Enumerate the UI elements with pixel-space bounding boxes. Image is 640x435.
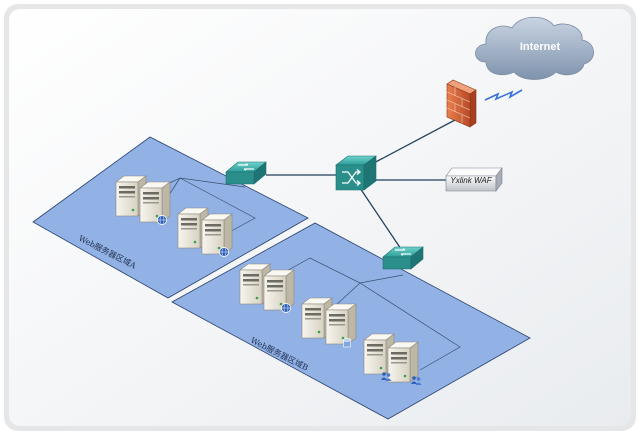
globe-badge-icon [280,302,292,314]
firewall-icon [446,79,477,128]
globe-badge-icon [218,246,230,258]
database-badge-icon [343,338,351,348]
backbone-links [266,119,456,253]
server-icon [387,341,419,383]
lightning-link-icon [484,89,523,101]
zone-a-plane [32,136,309,299]
server-icon [263,269,295,311]
waf-appliance-icon: Yxlink WAF [445,167,503,192]
server-icon [325,303,357,345]
waf-label: Yxlink WAF [450,176,492,185]
core-switch-icon [335,155,377,191]
server-icon [201,213,233,255]
server-icon [139,181,171,223]
internet-cloud-icon: Internet [475,16,594,80]
globe-badge-icon [156,214,168,226]
internet-label: Internet [520,41,561,53]
